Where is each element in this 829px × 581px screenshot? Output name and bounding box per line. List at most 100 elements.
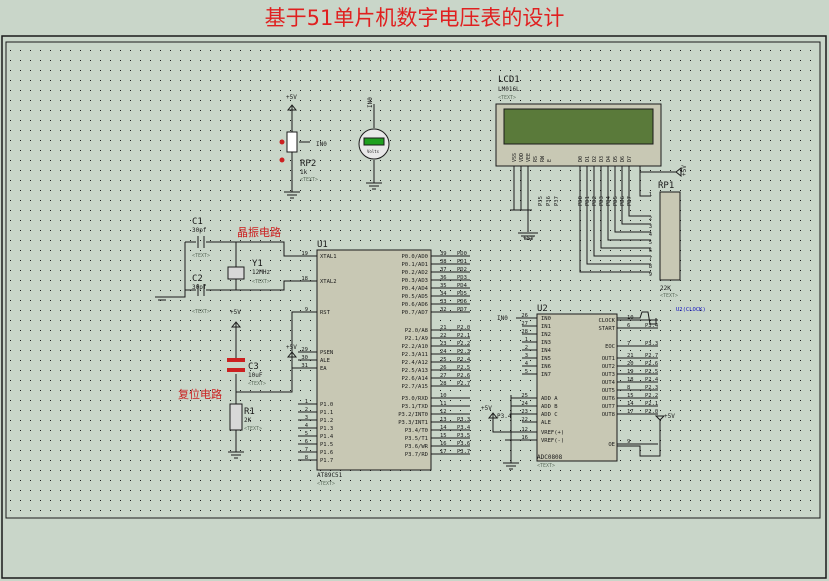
u1-pin-name: P1.5 xyxy=(320,442,333,448)
u2-pin-number: 19 xyxy=(627,369,634,375)
u1-pin-name: P3.3/INT1 xyxy=(398,420,428,426)
lcd-pin-name: VEE xyxy=(526,153,532,162)
u2-pin-number: 5 xyxy=(525,369,528,375)
u1-pin-number: 12 xyxy=(440,409,447,415)
u1-pin-name: P2.6/A14 xyxy=(402,376,429,382)
rp1-vcc: +5V xyxy=(681,165,688,176)
u2-pin-name: OUT6 xyxy=(602,396,615,402)
rp2-value: 1k xyxy=(300,169,308,176)
u2-part: ADC0808 xyxy=(537,454,563,461)
u1-pin-name: P3.2/INT0 xyxy=(398,412,428,418)
u1-pin-number: 29 xyxy=(301,347,308,353)
lcd-screen xyxy=(503,108,654,145)
u1-pin-name: P1.4 xyxy=(320,434,334,440)
u1-net-label: P2.1 xyxy=(457,333,470,339)
u2-pin-number: 27 xyxy=(521,321,528,327)
u1-pin-name: P3.1/TXD xyxy=(402,404,429,410)
u1-pin-name: P3.5/T1 xyxy=(405,436,428,442)
u1-pin-number: 34 xyxy=(440,291,447,297)
u1-pin-number: 19 xyxy=(301,251,308,257)
rp1-pin-number: 1 xyxy=(649,192,652,198)
lcd-vcc: +5V xyxy=(523,235,534,242)
u2-pin-number: 20 xyxy=(627,361,634,367)
u2-net-label: P2.4 xyxy=(645,377,659,383)
rp1-pin-number: 6 xyxy=(649,248,652,254)
rp1-body xyxy=(659,191,681,281)
u2-in0-net: IN0 xyxy=(497,315,508,322)
u1-pin-number: 16 xyxy=(440,441,447,447)
u1-pin-number: 17 xyxy=(440,449,447,455)
u1-pin-number: 24 xyxy=(440,349,447,355)
u1-net-label: PD1 xyxy=(457,259,467,265)
u2-pin-number: 16 xyxy=(521,435,528,441)
u1-pin-name: P1.6 xyxy=(320,450,333,456)
u1-pin-name: P0.7/AD7 xyxy=(402,310,429,316)
u2-net-label: P3.4 xyxy=(645,323,659,329)
c2-ref: C2 xyxy=(192,274,203,284)
u1-pin-number: 25 xyxy=(440,357,447,363)
u1-ref: U1 xyxy=(317,240,328,250)
resistor-r1 xyxy=(229,403,243,431)
u1-net-label: PD3 xyxy=(457,275,467,281)
u1-pin-name: P2.2/A10 xyxy=(402,344,429,350)
u2-pin-name: IN6 xyxy=(541,364,551,370)
u1-pin-name: P1.3 xyxy=(320,426,333,432)
rp1-pin-number: 9 xyxy=(649,272,652,278)
u1-pin-number: 26 xyxy=(440,365,447,371)
u2-net-label: P3.3 xyxy=(645,341,658,347)
u1-stext: <TEXT> xyxy=(317,481,335,487)
u1-pin-name: XTAL2 xyxy=(320,279,337,285)
u1-net-label: P2.7 xyxy=(457,381,470,387)
u1-pin-number: 23 xyxy=(440,341,447,347)
y1-stext: <TEXT> xyxy=(252,279,270,285)
u1-net-label: P2.0 xyxy=(457,325,470,331)
u1-part: AT89C51 xyxy=(317,472,343,479)
u2-pin-number: 22 xyxy=(521,417,528,423)
sheet-border xyxy=(1,35,827,579)
u2-pin-number: 17 xyxy=(627,409,634,415)
lcd-pin-name: VDD xyxy=(519,153,525,162)
lcd-port-label: P35 xyxy=(538,196,544,206)
u1-pin-number: 5 xyxy=(305,431,308,437)
u2-pin-number: 6 xyxy=(627,323,630,329)
u1-net-label: P2.4 xyxy=(457,357,471,363)
u1-pin-name: P3.4/T0 xyxy=(405,428,428,434)
u1-pin-number: 36 xyxy=(440,275,447,281)
u1-pin-name: P1.7 xyxy=(320,458,333,464)
u1-pin-name: EA xyxy=(320,366,327,372)
u1-pin-name: P3.7/RD xyxy=(405,452,428,458)
u1-pin-number: 7 xyxy=(305,447,308,453)
u1-net-label: PD6 xyxy=(457,299,467,305)
u1-net-label: P3.6 xyxy=(457,441,470,447)
u1-pin-number: 39 xyxy=(440,251,447,257)
rp1-pin-number: 8 xyxy=(649,264,652,270)
lcd-port-label: P36 xyxy=(546,196,552,206)
u2-net-label: P2.6 xyxy=(645,361,658,367)
u2-pin-number: 15 xyxy=(627,393,634,399)
u2-p34-net: P3.4 xyxy=(497,413,512,420)
u1-net-label: P2.2 xyxy=(457,341,470,347)
lcd-port-label: PD6 xyxy=(620,196,626,206)
c3-vcc: +5V xyxy=(230,309,241,316)
lcd-port-label: PD2 xyxy=(592,196,598,206)
u1-pin-number: 6 xyxy=(305,439,308,445)
lcd-pin-name: RS xyxy=(533,156,539,162)
u2-pin-number: 1 xyxy=(525,337,528,343)
lcd-port-label: PD1 xyxy=(585,196,591,206)
u2-pin-number: 8 xyxy=(627,385,630,391)
u1-pin-number: 35 xyxy=(440,283,447,289)
u2-pin-number: 28 xyxy=(521,329,528,335)
u2-pin-name: ALE xyxy=(541,420,551,426)
u2-pin-number: 25 xyxy=(521,393,528,399)
u2-net-label: P2.7 xyxy=(645,353,658,359)
u1-pin-number: 1 xyxy=(305,399,308,405)
u1-pin-number: 10 xyxy=(440,393,447,399)
u2-net-label: P2.1 xyxy=(645,401,658,407)
u2-pin-number: 7 xyxy=(627,341,630,347)
u1-pin-name: P1.0 xyxy=(320,402,333,408)
u2-stext: <TEXT> xyxy=(537,463,555,469)
u1-pin-name: P3.0/RXD xyxy=(402,396,429,402)
